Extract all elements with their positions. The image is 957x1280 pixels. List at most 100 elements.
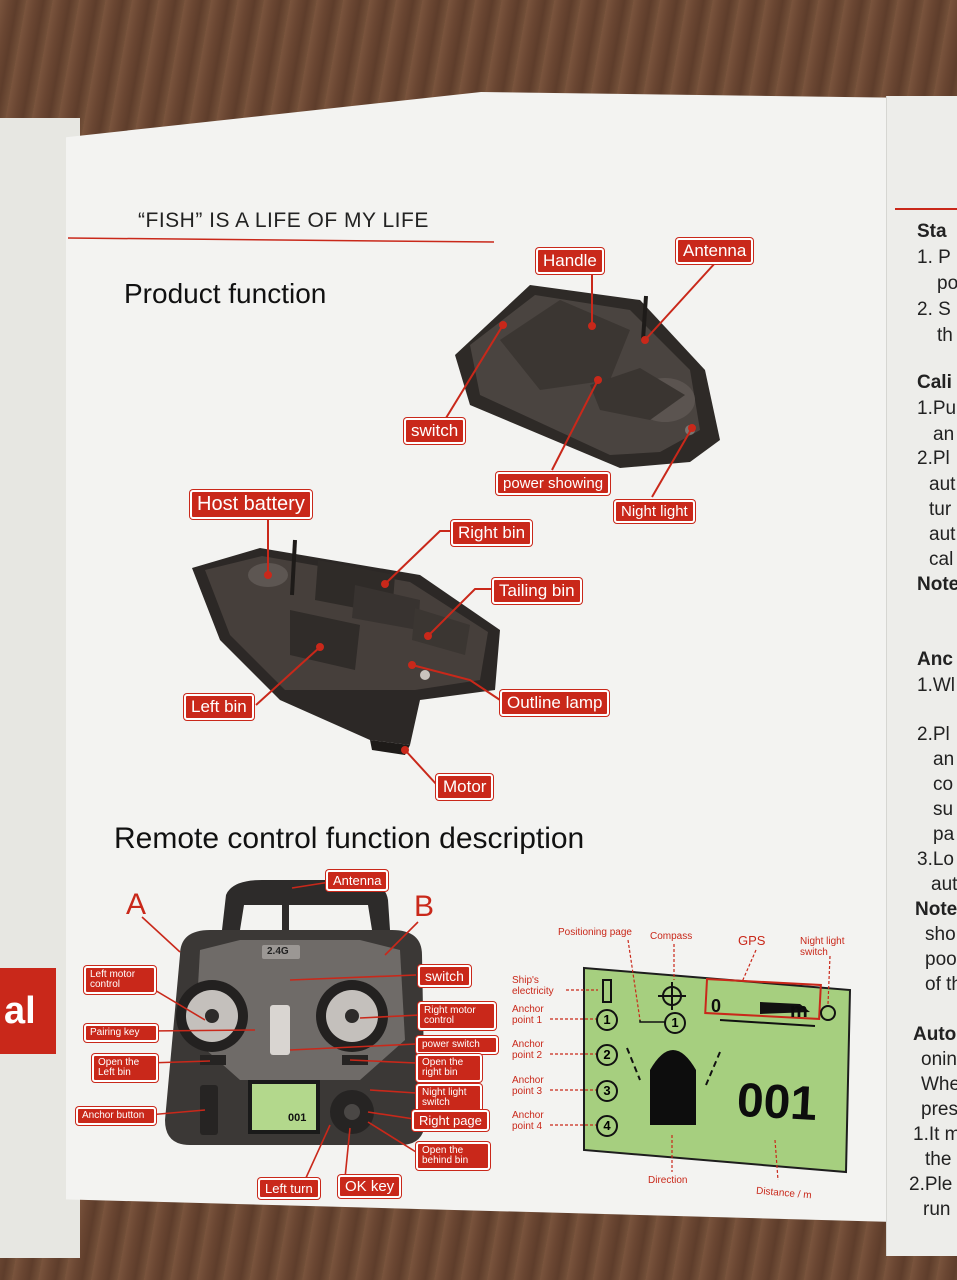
label-ok-key: OK key — [338, 1175, 402, 1198]
right-line-4: th — [937, 325, 953, 346]
lcd-label-anchor-1: Anchor point 1 — [512, 1004, 544, 1026]
top-leader-lines — [445, 261, 717, 498]
bottom-leader-lines — [255, 515, 501, 786]
lcd-distance-count: 001 — [735, 1073, 819, 1132]
label-right-motor-control: Right motor control — [418, 1002, 496, 1030]
label-left-bin: Left bin — [184, 694, 254, 720]
right-line-24: sho — [925, 924, 956, 945]
label-host-battery: Host battery — [190, 490, 312, 519]
right-line-13: Note — [917, 574, 957, 595]
remote-side-b: B — [414, 890, 435, 923]
right-line-32: the — [925, 1149, 952, 1170]
lcd-label-anchor-4: Anchor point 4 — [512, 1110, 544, 1132]
label-antenna-boat: Antenna — [676, 238, 754, 264]
right-line-19: su — [933, 799, 954, 820]
right-line-0: Sta — [917, 221, 947, 242]
right-line-25: poo — [925, 949, 957, 970]
right-line-10: tur — [929, 499, 952, 520]
lcd-anchor-4-circle: 4 — [596, 1115, 618, 1137]
left-page-red-tab: al — [0, 968, 56, 1054]
label-open-behind-bin: Open the behind bin — [416, 1142, 490, 1170]
right-line-20: pa — [933, 824, 955, 845]
lcd-label-direction: Direction — [648, 1175, 688, 1186]
right-line-7: an — [933, 424, 955, 445]
lcd-anchor-2-circle: 2 — [596, 1044, 618, 1066]
right-page-fold: Sta 1. P po 2. S th Cali 1.Pu an 2.Pl au… — [886, 96, 957, 1256]
lcd-anchor-3-circle: 3 — [596, 1080, 618, 1102]
lcd-leader-lines — [550, 939, 831, 1181]
page-tagline: “FISH” IS A LIFE OF MY LIFE — [138, 209, 429, 232]
right-line-21: 3.Lo — [917, 849, 954, 870]
label-right-page: Right page — [412, 1110, 489, 1131]
lcd-label-ships-electricity: Ship's electricity — [512, 975, 554, 997]
label-left-turn: Left turn — [258, 1178, 320, 1199]
section-remote-description: Remote control function description — [114, 822, 585, 855]
remote-lcd-count: 001 — [288, 1112, 307, 1124]
right-line-23: Note — [915, 899, 957, 920]
label-motor: Motor — [436, 774, 494, 800]
remote-illustration — [165, 880, 425, 1145]
remote-leader-lines — [141, 881, 421, 1181]
label-open-right-bin: Open the right bin — [416, 1054, 482, 1082]
label-switch-boat: switch — [404, 418, 466, 444]
label-switch-remote: switch — [418, 965, 471, 987]
label-power-showing: power showing — [496, 472, 611, 495]
right-line-28: onin — [921, 1049, 957, 1070]
right-line-15: 1.Wl — [917, 675, 955, 696]
lcd-label-compass: Compass — [650, 931, 693, 942]
label-right-bin: Right bin — [451, 520, 533, 546]
label-open-left-bin: Open the Left bin — [92, 1054, 158, 1082]
right-line-12: cal — [929, 549, 954, 570]
label-left-motor-control: Left motor control — [84, 966, 156, 994]
section-product-function: Product function — [124, 278, 327, 309]
right-line-33: 2.Ple — [909, 1174, 953, 1195]
label-handle: Handle — [536, 248, 604, 274]
right-line-14: Anc — [917, 649, 953, 670]
right-line-11: aut — [929, 524, 956, 545]
lcd-label-anchor-3: Anchor point 3 — [512, 1075, 544, 1097]
remote-frequency: 2.4G — [267, 946, 289, 957]
right-line-18: co — [933, 774, 954, 795]
right-line-16: 2.Pl — [917, 724, 950, 745]
right-line-29: Whe — [921, 1074, 957, 1095]
remote-side-a: A — [126, 888, 147, 921]
right-line-8: 2.Pl — [917, 448, 950, 469]
lcd-label-gps: GPS — [738, 933, 766, 948]
label-tailing-bin: Tailing bin — [492, 578, 582, 604]
positioning-connector — [639, 1020, 665, 1023]
lcd-gps-unit: m — [790, 1000, 808, 1022]
right-line-27: Auto — [913, 1024, 957, 1045]
right-line-26: of th — [925, 974, 957, 995]
label-anchor-button: Anchor button — [76, 1107, 156, 1125]
right-line-31: 1.It m — [913, 1124, 957, 1145]
lcd-label-positioning-page: Positioning page — [558, 927, 632, 938]
right-line-34: run — [923, 1199, 951, 1220]
label-antenna-remote: Antenna — [326, 870, 389, 891]
header-rule — [67, 237, 495, 243]
right-line-9: aut — [929, 474, 956, 495]
lcd-label-night-light-switch: Night light switch — [800, 936, 845, 958]
label-pairing-key: Pairing key — [84, 1024, 158, 1042]
boat-top-illustration — [455, 285, 720, 468]
lcd-gps-zero: 0 — [711, 996, 722, 1016]
boat-bottom-illustration — [192, 539, 500, 755]
right-line-17: an — [933, 749, 955, 770]
right-line-2: po — [937, 273, 957, 294]
lcd-positioning-circle: 1 — [664, 1012, 686, 1034]
right-line-5: Cali — [917, 372, 952, 393]
lcd-label-anchor-2: Anchor point 2 — [512, 1039, 544, 1061]
label-night-light-switch: Night light switch — [416, 1084, 482, 1112]
right-line-3: 2. S — [917, 299, 951, 320]
label-outline-lamp: Outline lamp — [500, 690, 610, 716]
label-power-switch: power switch — [416, 1036, 498, 1054]
label-night-light-boat: Night light — [614, 500, 695, 523]
right-line-1: 1. P — [917, 247, 951, 268]
lcd-anchor-1-circle: 1 — [596, 1009, 618, 1031]
right-page-divider — [895, 208, 957, 210]
right-line-22: aut — [931, 874, 957, 895]
right-line-6: 1.Pu — [917, 398, 957, 419]
lcd-illustration — [583, 966, 852, 1174]
right-line-30: pres — [921, 1099, 957, 1120]
left-tab-text: al — [4, 990, 36, 1032]
